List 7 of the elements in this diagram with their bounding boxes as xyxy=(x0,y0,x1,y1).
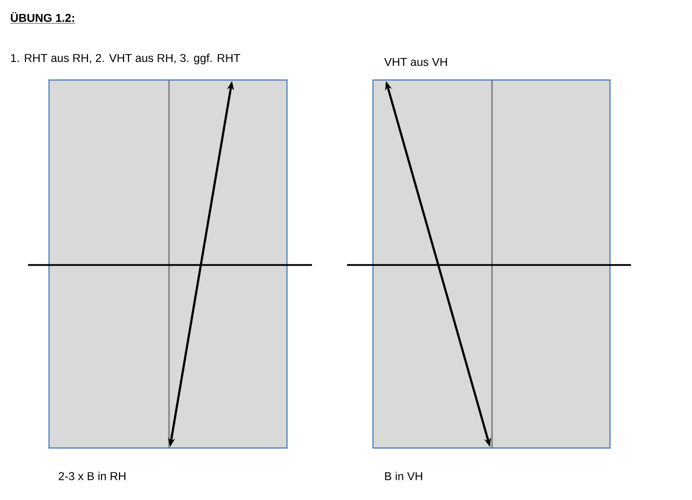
panel-caption: 2-3 x B in RH xyxy=(58,472,126,480)
panel-caption: B in VH xyxy=(385,472,422,480)
title: ÜBUNG 1.2: xyxy=(10,12,76,24)
panel-box xyxy=(48,79,288,449)
panel-caption: VHT aus VH xyxy=(384,58,447,66)
panel-box xyxy=(372,79,611,449)
panel-caption: 1. RHT aus RH, 2. VHT aus RH, 3. ggf. RHT xyxy=(11,54,240,64)
